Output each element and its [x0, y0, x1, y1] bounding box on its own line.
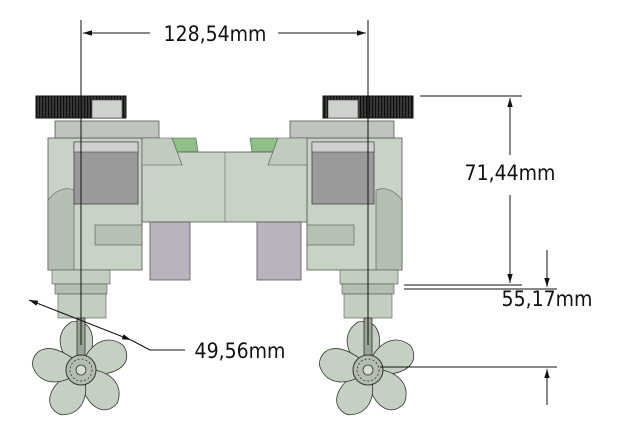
- left-thruster: [27, 95, 160, 423]
- right-motor: [311, 141, 375, 205]
- dimension-lower-height-label: 55,17mm: [502, 287, 593, 311]
- center-bridge: [141, 137, 308, 281]
- right-propeller: [314, 317, 419, 423]
- dimension-width-label: 128,54mm: [164, 22, 267, 46]
- dimension-propeller-diameter-label: 49,56mm: [195, 339, 286, 363]
- dimension-upper-height: [404, 95, 557, 290]
- dimension-propeller-diameter: [28, 299, 185, 351]
- left-servo: [149, 221, 191, 281]
- right-servo: [256, 221, 302, 281]
- dimension-lower-height: [380, 250, 557, 405]
- dimension-width: [80, 20, 369, 345]
- right-thruster: [289, 95, 419, 423]
- dimension-upper-height-label: 71,44mm: [465, 161, 556, 185]
